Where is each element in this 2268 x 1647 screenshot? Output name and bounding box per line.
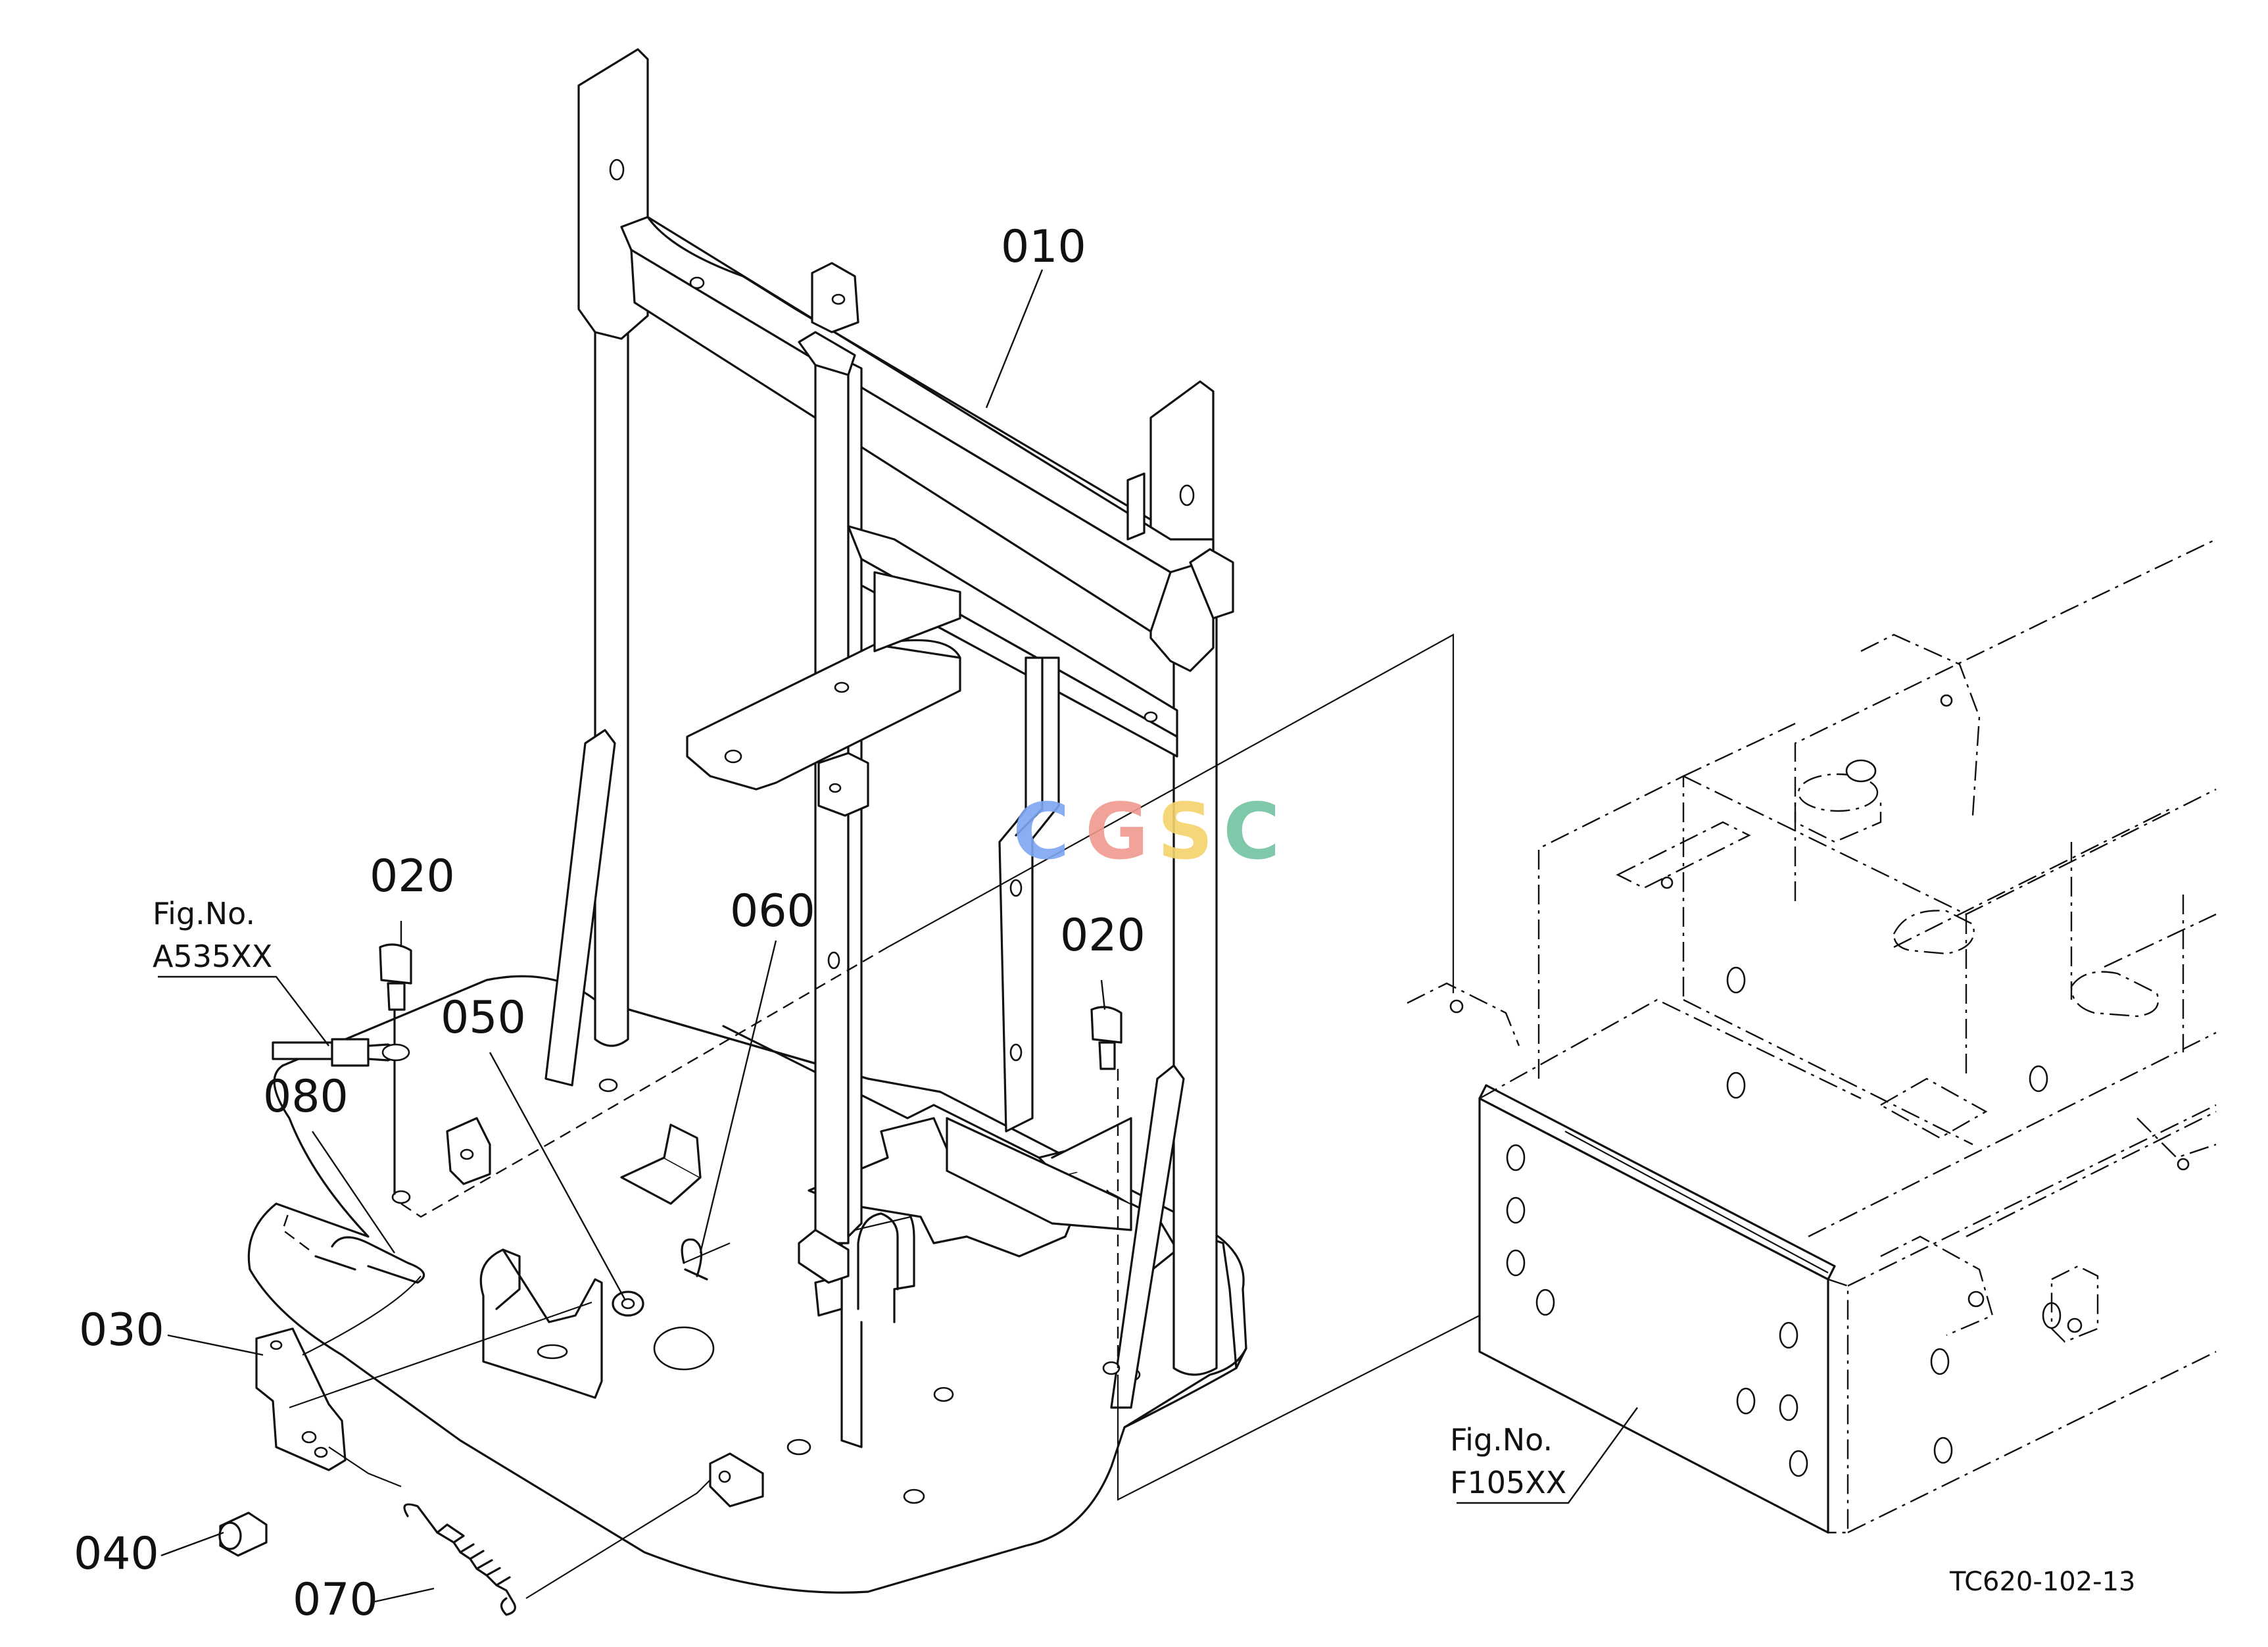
watermark-letter: S: [1157, 786, 1213, 877]
figure-ref-number: A535XX: [153, 939, 272, 974]
clip-080: [281, 1210, 425, 1284]
part-label-030: 030: [79, 1304, 164, 1356]
drawing-code: TC620-102-13: [1949, 1567, 2135, 1597]
watermark-letter: C: [1013, 786, 1070, 877]
figure-ref-f105xx: Fig.No. F105XX: [1450, 1422, 1566, 1500]
part-label-020-right: 020: [1060, 910, 1146, 962]
part-label-070: 070: [293, 1574, 378, 1626]
part-label-040: 040: [74, 1528, 159, 1580]
spring-070: [403, 1503, 516, 1616]
part-label-050: 050: [441, 992, 526, 1044]
chassis-frame-reference: [1407, 538, 2217, 1534]
watermark-logo: C G S C: [1013, 786, 1280, 877]
figure-ref-caption: Fig.No.: [1450, 1422, 1553, 1458]
part-label-060: 060: [730, 885, 815, 937]
bolt-020-left: [379, 943, 412, 1195]
part-label-010: 010: [1001, 221, 1086, 273]
part-label-020-left: 020: [370, 850, 455, 902]
figure-ref-caption: Fig.No.: [153, 896, 255, 931]
bolt-020-right: [1090, 1006, 1122, 1070]
watermark-letter: C: [1223, 786, 1280, 877]
leader-lines: [158, 269, 1638, 1603]
floor-plate: [247, 975, 1247, 1594]
reference-lines: [289, 633, 1829, 1599]
pin-040: [218, 1512, 268, 1557]
pin-060: [681, 1238, 708, 1281]
figure-ref-a535xx: Fig.No. A535XX: [153, 896, 272, 974]
bracket-030: [255, 1327, 347, 1471]
frame-010: [544, 48, 1234, 1409]
figure-ref-number: F105XX: [1450, 1465, 1566, 1500]
watermark-letter: G: [1085, 786, 1149, 877]
washer-050: [612, 1291, 644, 1317]
wire-connector-a535xx: [272, 1038, 410, 1067]
part-labels: 010 020 020 030 040 050 060 070 080: [74, 221, 1146, 1626]
part-label-080: 080: [263, 1071, 349, 1123]
